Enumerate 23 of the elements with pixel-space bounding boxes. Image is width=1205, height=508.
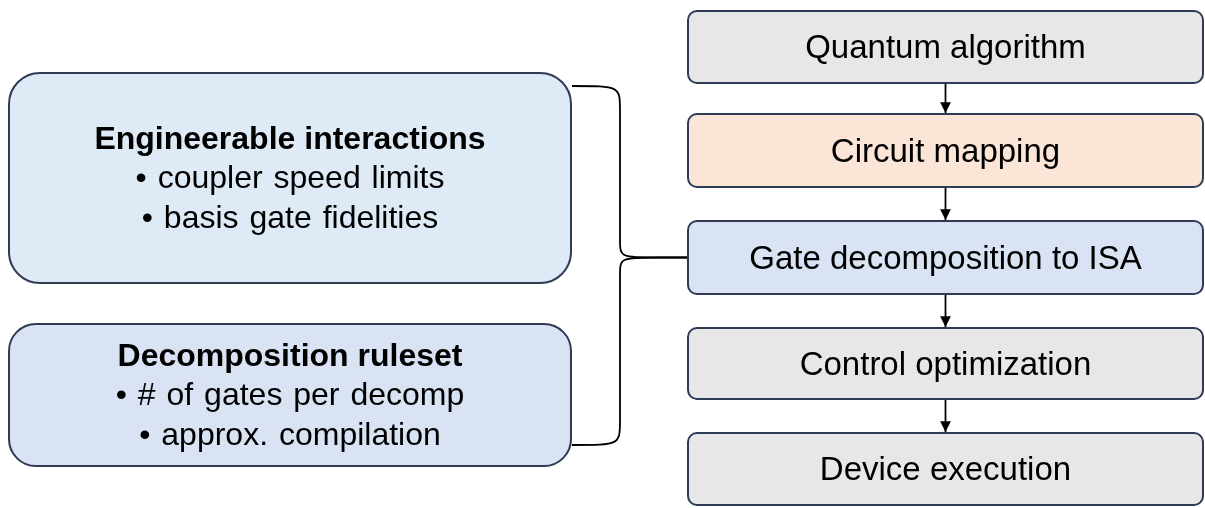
- bullet-item: • basis gate fidelities: [141, 197, 439, 237]
- info-panel: [8, 323, 572, 467]
- info-panel: [8, 72, 572, 284]
- bullet-item: • coupler speed limits: [135, 157, 445, 197]
- panel-heading: Engineerable interactions: [94, 119, 486, 157]
- bullet-item: • approx. compilation: [139, 414, 441, 454]
- process-box: [687, 327, 1204, 400]
- process-box: [687, 10, 1204, 84]
- brace-connector: [571, 256, 688, 446]
- arrow: [940, 399, 951, 433]
- process-box: [687, 113, 1204, 188]
- bullet-item: • # of gates per decomp: [115, 374, 465, 414]
- box-label: Device execution: [819, 450, 1072, 488]
- box-label: Quantum algorithm: [805, 28, 1086, 66]
- arrow: [940, 187, 951, 221]
- arrow: [940, 294, 951, 328]
- process-box: [687, 432, 1204, 506]
- panel-heading: Decomposition ruleset: [117, 336, 463, 374]
- box-label: Control optimization: [799, 344, 1092, 383]
- arrow: [940, 83, 951, 114]
- process-box: [687, 220, 1204, 295]
- box-label: Circuit mapping: [830, 131, 1061, 170]
- box-label: Gate decomposition to ISA: [749, 238, 1142, 277]
